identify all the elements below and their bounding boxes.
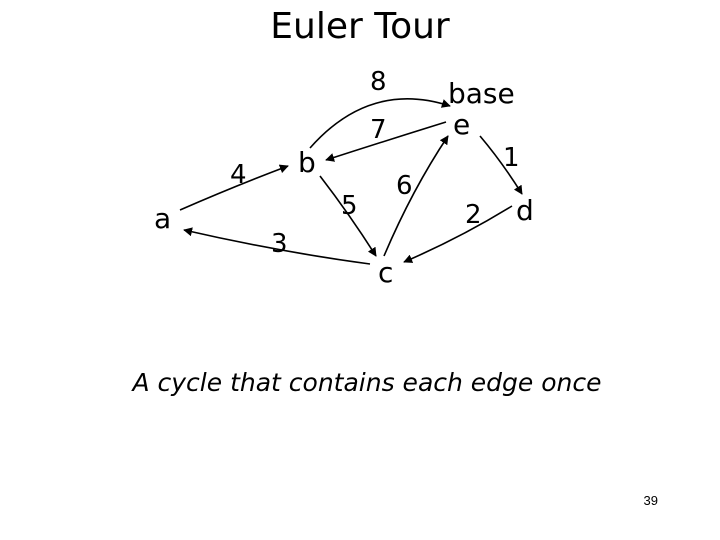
node-c: c bbox=[378, 256, 393, 289]
page-number: 39 bbox=[643, 493, 658, 508]
edge-1 bbox=[479, 135, 523, 195]
edge-label-1: 1 bbox=[503, 143, 520, 173]
node-e: e bbox=[453, 108, 470, 141]
edge-7 bbox=[325, 121, 447, 162]
edge-label-3: 3 bbox=[271, 229, 288, 259]
edge-6 bbox=[383, 135, 449, 257]
slide-title: Euler Tour bbox=[270, 6, 450, 47]
base-label: base bbox=[448, 77, 515, 110]
edge-2 bbox=[403, 205, 513, 263]
edge-3 bbox=[183, 227, 371, 265]
edge-label-6: 6 bbox=[396, 171, 413, 201]
edge-label-7: 7 bbox=[370, 115, 387, 145]
node-b: b bbox=[298, 146, 316, 179]
node-a: a bbox=[154, 202, 171, 235]
node-d: d bbox=[516, 194, 534, 227]
caption: A cycle that contains each edge once bbox=[132, 368, 602, 397]
edge-label-5: 5 bbox=[341, 191, 358, 221]
edge-label-2: 2 bbox=[465, 200, 482, 230]
edge-4 bbox=[179, 164, 289, 211]
edge-8 bbox=[309, 98, 451, 149]
edge-5 bbox=[319, 175, 377, 257]
edge-label-8: 8 bbox=[370, 67, 387, 97]
edge-label-4: 4 bbox=[230, 160, 247, 190]
